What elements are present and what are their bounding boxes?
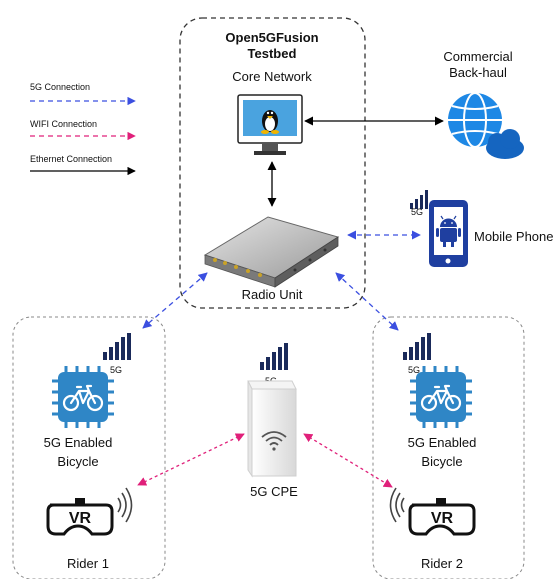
android-phone-icon xyxy=(429,200,468,267)
cpe-label: 5G CPE xyxy=(250,484,298,499)
backhaul-label-line2: Back-haul xyxy=(449,65,507,80)
rider2-signal-icon xyxy=(403,333,431,360)
mobile-signal-label: 5G xyxy=(411,207,423,217)
radio-unit-label: Radio Unit xyxy=(242,287,303,302)
rider2-vr-text: VR xyxy=(431,510,454,527)
legend-ethernet-label: Ethernet Connection xyxy=(30,154,112,164)
rider1-bicycle-chip-icon xyxy=(52,366,114,428)
mobile-signal-icon xyxy=(410,190,428,209)
radio-unit-icon xyxy=(203,216,340,288)
wifi-cpe-rider1 xyxy=(137,433,245,486)
testbed-title-line2: Testbed xyxy=(248,46,297,61)
linux-monitor-icon xyxy=(237,94,303,155)
rider2-signal-label: 5G xyxy=(408,365,420,375)
rider1-container xyxy=(12,316,166,579)
cpe-router-icon xyxy=(247,380,297,478)
rider1-signal-label: 5G xyxy=(110,365,122,375)
rider2-label: Rider 2 xyxy=(421,556,463,571)
testbed-container xyxy=(179,17,366,309)
rider1-bicycle-label-line1: 5G Enabled xyxy=(44,435,113,450)
cpe-signal-icon xyxy=(260,343,288,370)
fiveg-radio-rider2 xyxy=(335,272,399,331)
rider1-vr-text: VR xyxy=(69,510,92,527)
rider2-bicycle-label-line1: 5G Enabled xyxy=(408,435,477,450)
rider1-label: Rider 1 xyxy=(67,556,109,571)
rider2-bicycle-label-line2: Bicycle xyxy=(421,454,462,469)
wifi-cpe-rider2 xyxy=(303,433,393,488)
rider1-signal-icon xyxy=(103,333,131,360)
legend: 5G Connection WIFI Connection Ethernet C… xyxy=(30,82,136,176)
globe-cloud-icon xyxy=(448,92,524,159)
rider2-bicycle-chip-icon xyxy=(410,366,472,428)
legend-wifi-label: WIFI Connection xyxy=(30,119,97,129)
rider2-vr-headset-icon xyxy=(389,487,476,536)
backhaul-label-line1: Commercial xyxy=(443,49,512,64)
testbed-title-line1: Open5GFusion xyxy=(225,30,318,45)
legend-5g-label: 5G Connection xyxy=(30,82,90,92)
core-network-label: Core Network xyxy=(232,69,312,84)
fiveg-radio-rider1 xyxy=(142,272,208,329)
mobile-phone-label: Mobile Phone xyxy=(474,229,554,244)
rider1-vr-headset-icon xyxy=(46,487,133,536)
rider1-bicycle-label-line2: Bicycle xyxy=(57,454,98,469)
